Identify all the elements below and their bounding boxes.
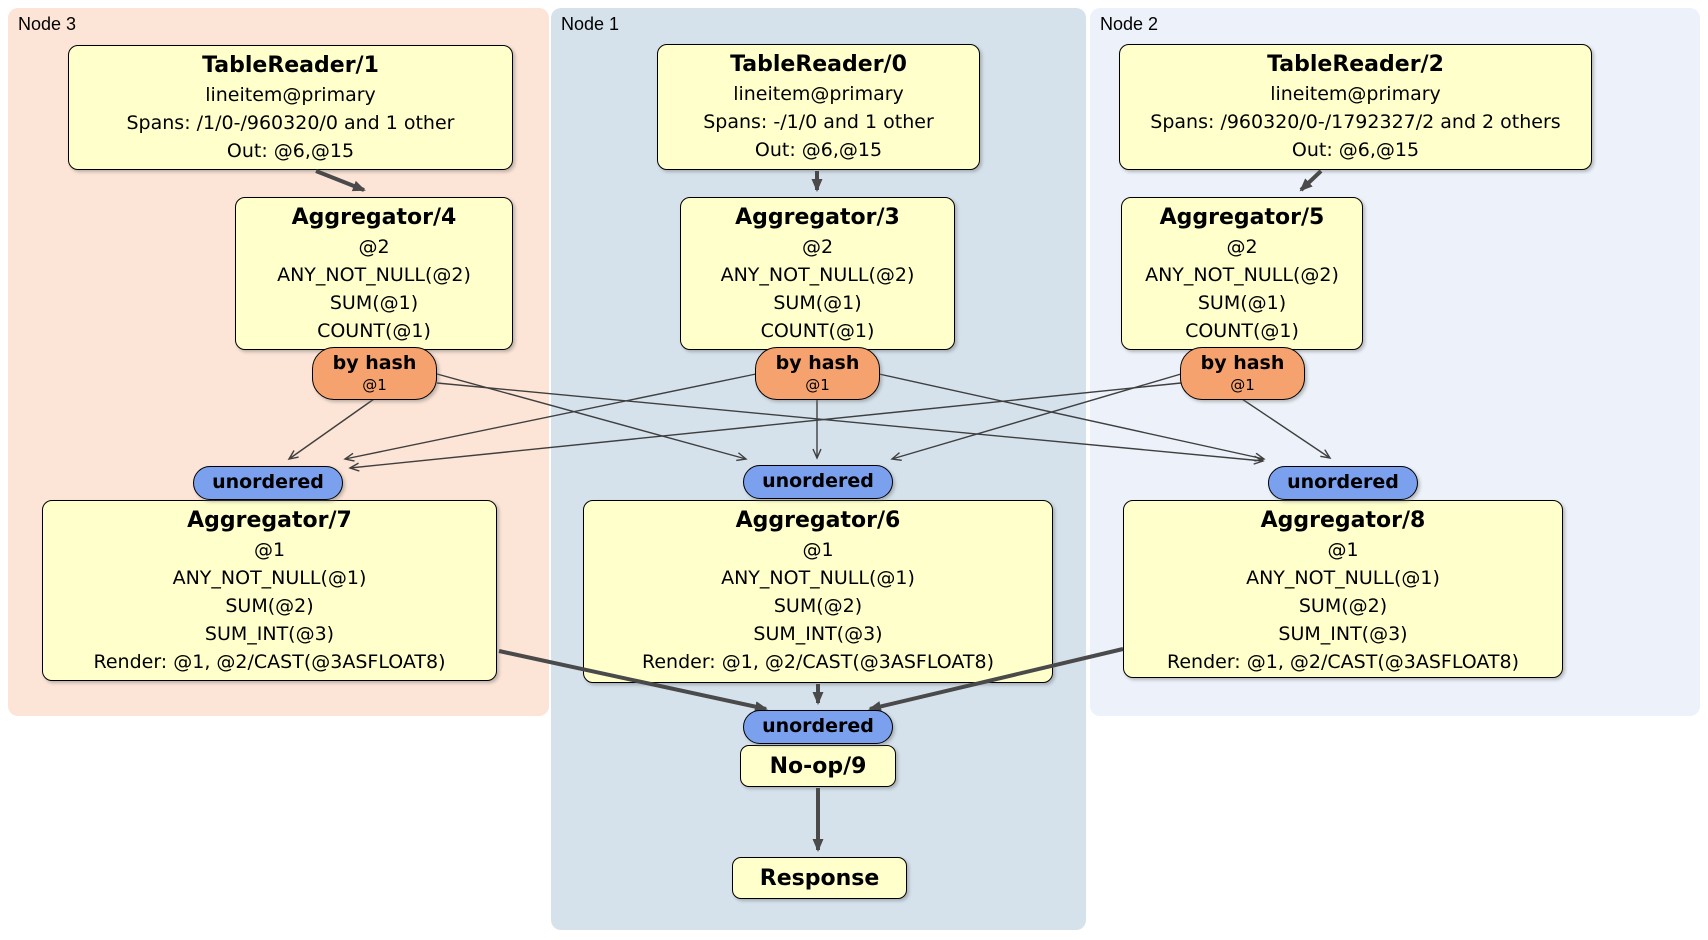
processor-aggregator-5: Aggregator/5 @2 ANY_NOT_NULL(@2) SUM(@1)… xyxy=(1121,197,1363,350)
sync-unordered-final: unordered xyxy=(743,710,893,744)
processor-detail: SUM_INT(@3) xyxy=(204,623,335,645)
processor-tablereader-2: TableReader/2 lineitem@primary Spans: /9… xyxy=(1119,44,1592,170)
processor-detail: SUM(@1) xyxy=(329,292,419,314)
sync-unordered-node2: unordered xyxy=(1268,466,1418,500)
processor-detail: COUNT(@1) xyxy=(317,320,431,342)
processor-detail: ANY_NOT_NULL(@1) xyxy=(1246,567,1440,589)
processor-detail: SUM(@1) xyxy=(1197,292,1287,314)
processor-detail: SUM(@2) xyxy=(225,595,314,617)
router-by-hash-node2: by hash @1 xyxy=(1180,347,1305,400)
processor-detail: ANY_NOT_NULL(@1) xyxy=(721,567,915,589)
processor-detail: lineitem@primary xyxy=(1270,83,1441,105)
processor-detail: COUNT(@1) xyxy=(760,320,875,342)
processor-title: TableReader/2 xyxy=(1267,52,1444,77)
processor-detail: Render: @1, @2/CAST(@3ASFLOAT8) xyxy=(642,651,994,673)
processor-detail: Render: @1, @2/CAST(@3ASFLOAT8) xyxy=(1167,651,1519,673)
response-label: Response xyxy=(759,865,880,891)
processor-detail: Out: @6,@15 xyxy=(1291,139,1420,161)
processor-detail: ANY_NOT_NULL(@1) xyxy=(172,567,367,589)
processor-noop-9: No-op/9 xyxy=(740,745,896,787)
sync-unordered-node1: unordered xyxy=(743,465,893,499)
processor-detail: ANY_NOT_NULL(@2) xyxy=(277,264,471,286)
node3-region-label: Node 3 xyxy=(18,14,77,34)
processor-detail: Out: @6,@15 xyxy=(754,139,883,161)
router-by-hash-node3: by hash @1 xyxy=(312,347,437,400)
processor-detail: ANY_NOT_NULL(@2) xyxy=(1145,264,1339,286)
processor-title: Aggregator/3 xyxy=(735,205,900,230)
processor-aggregator-8: Aggregator/8 @1 ANY_NOT_NULL(@1) SUM(@2)… xyxy=(1123,500,1563,678)
processor-aggregator-3: Aggregator/3 @2 ANY_NOT_NULL(@2) SUM(@1)… xyxy=(680,197,955,350)
processor-detail: @2 xyxy=(1226,236,1258,258)
processor-detail: Out: @6,@15 xyxy=(226,140,355,162)
processor-detail: @2 xyxy=(801,236,834,258)
processor-detail: @1 xyxy=(253,539,286,561)
processor-title: Aggregator/5 xyxy=(1159,205,1325,230)
processor-title: Aggregator/6 xyxy=(735,508,901,533)
processor-aggregator-4: Aggregator/4 @2 ANY_NOT_NULL(@2) SUM(@1)… xyxy=(235,197,513,350)
processor-aggregator-6: Aggregator/6 @1 ANY_NOT_NULL(@1) SUM(@2)… xyxy=(583,500,1053,683)
response-box: Response xyxy=(732,857,907,899)
processor-detail: Spans: /1/0-/960320/0 and 1 other xyxy=(126,112,455,134)
processor-detail: lineitem@primary xyxy=(205,84,376,106)
processor-tablereader-1: TableReader/1 lineitem@primary Spans: /1… xyxy=(68,45,513,170)
router-by-hash-node1: by hash @1 xyxy=(755,347,880,400)
processor-detail: @1 xyxy=(1327,539,1359,561)
processor-tablereader-0: TableReader/0 lineitem@primary Spans: -/… xyxy=(657,44,980,170)
processor-detail: ANY_NOT_NULL(@2) xyxy=(720,264,915,286)
processor-detail: SUM_INT(@3) xyxy=(753,623,883,645)
router-detail: @1 xyxy=(805,376,830,394)
processor-title: Aggregator/4 xyxy=(291,205,457,230)
processor-title: Aggregator/7 xyxy=(187,508,352,533)
processor-detail: Spans: /960320/0-/1792327/2 and 2 others xyxy=(1150,111,1561,133)
processor-detail: lineitem@primary xyxy=(733,83,904,105)
processor-detail: SUM(@2) xyxy=(1298,595,1388,617)
processor-title: No-op/9 xyxy=(769,753,867,779)
processor-detail: SUM(@2) xyxy=(773,595,863,617)
router-label: by hash xyxy=(1200,352,1285,374)
node2-region-label: Node 2 xyxy=(1100,14,1159,34)
node1-region-label: Node 1 xyxy=(561,14,620,34)
processor-aggregator-7: Aggregator/7 @1 ANY_NOT_NULL(@1) SUM(@2)… xyxy=(42,500,497,681)
processor-detail: COUNT(@1) xyxy=(1185,320,1299,342)
processor-title: Aggregator/8 xyxy=(1260,508,1426,533)
processor-detail: SUM_INT(@3) xyxy=(1278,623,1408,645)
sync-unordered-node3: unordered xyxy=(193,466,343,500)
processor-detail: Spans: -/1/0 and 1 other xyxy=(703,111,934,133)
processor-detail: SUM(@1) xyxy=(773,292,862,314)
processor-title: TableReader/1 xyxy=(202,53,379,78)
processor-detail: @1 xyxy=(802,539,834,561)
processor-detail: Render: @1, @2/CAST(@3ASFLOAT8) xyxy=(93,651,446,673)
router-detail: @1 xyxy=(1230,376,1255,394)
router-label: by hash xyxy=(775,352,860,374)
router-label: by hash xyxy=(332,352,417,374)
router-detail: @1 xyxy=(362,376,387,394)
processor-detail: @2 xyxy=(358,236,390,258)
processor-title: TableReader/0 xyxy=(730,52,907,77)
